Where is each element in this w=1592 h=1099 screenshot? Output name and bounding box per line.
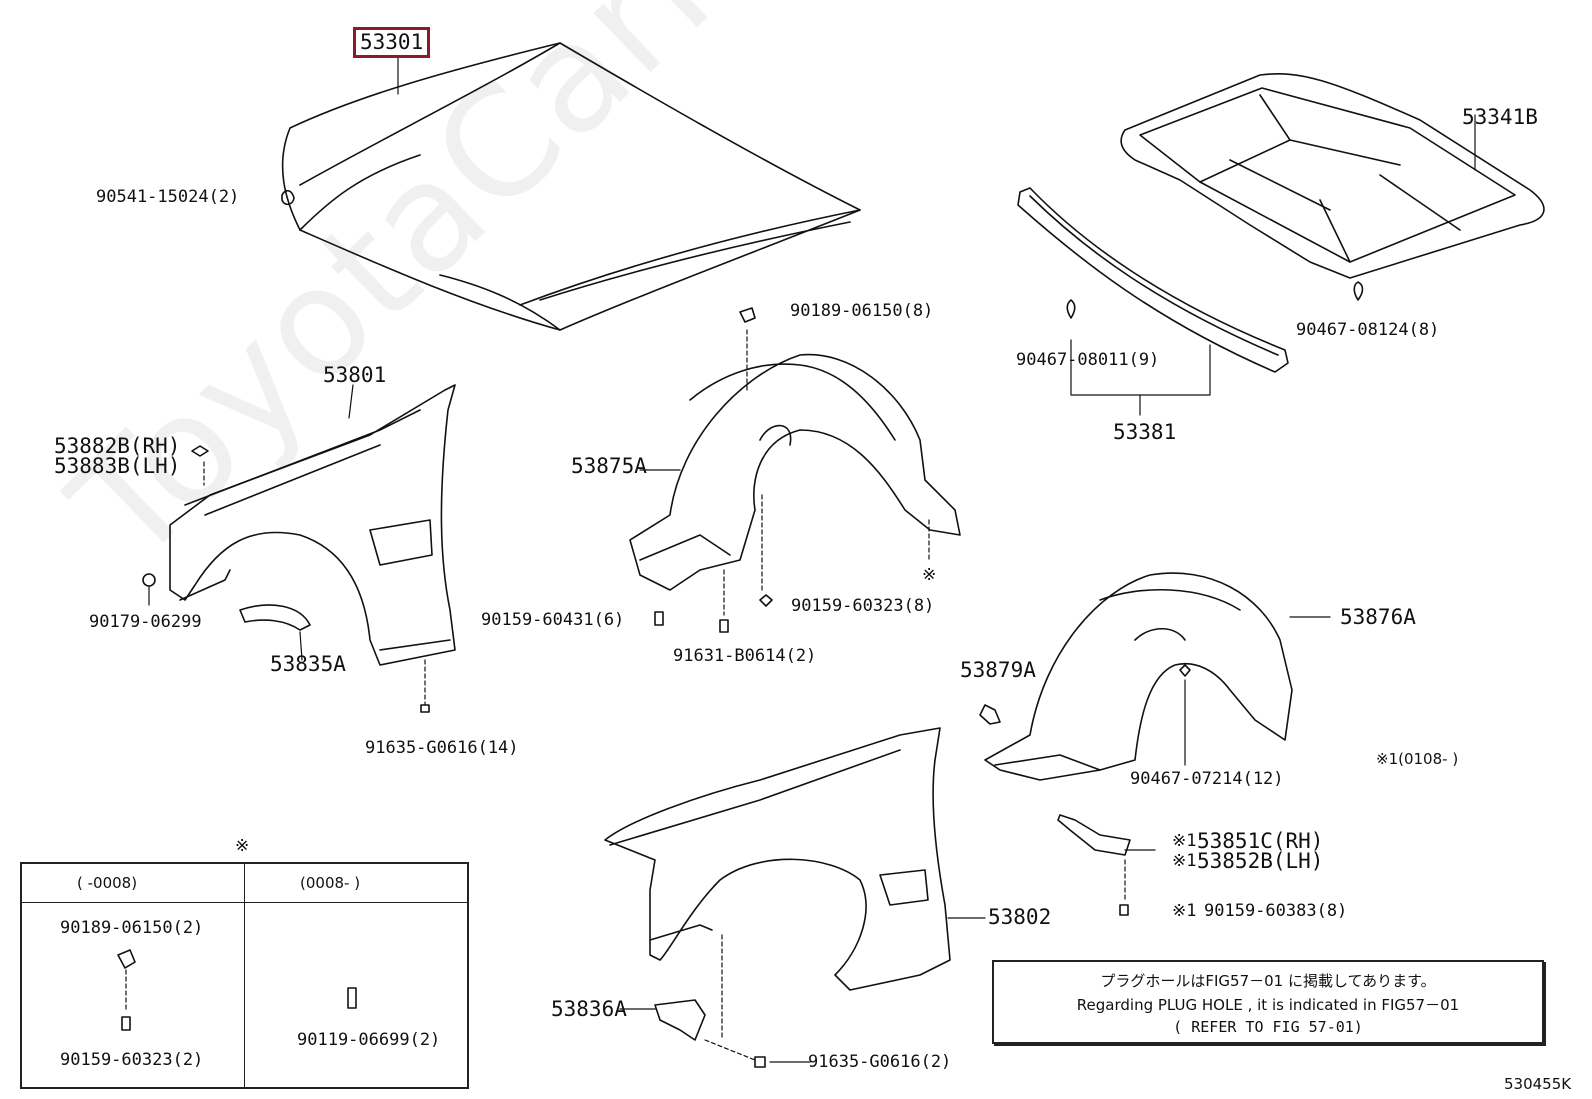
part-label-90159-60323[interactable]: 90159-60323(8)	[791, 596, 935, 616]
mark-1a: ※1	[1172, 831, 1197, 851]
part-label-53852b[interactable]: 53852B(LH)	[1197, 849, 1324, 873]
part-label-91635-2[interactable]: 91635-G0616(2)	[808, 1052, 952, 1072]
part-label-90467-08011[interactable]: 90467-08011(9)	[1016, 350, 1160, 370]
part-label-53341b[interactable]: 53341B	[1462, 105, 1538, 129]
part-label-53835a[interactable]: 53835A	[270, 652, 346, 676]
part-label-53301[interactable]: 53301	[353, 27, 431, 58]
part-label-91631[interactable]: 91631-B0614(2)	[673, 646, 817, 666]
note-line-ref[interactable]: ( REFER TO FIG 57-01)	[1173, 1018, 1363, 1036]
plug-hole-note: プラグホールはFIG57－01 に掲載してあります。 Regarding PLU…	[992, 960, 1544, 1044]
part-label-53883b[interactable]: 53883B(LH)	[54, 454, 181, 478]
fender-liner-53876a[interactable]	[984, 572, 1293, 781]
table-star-mark: ※	[235, 836, 250, 856]
part-label-53381[interactable]: 53381	[1113, 420, 1177, 444]
part-label-90159-60431[interactable]: 90159-60431(6)	[481, 610, 625, 630]
date-range-note: ※1(0108- )	[1376, 750, 1459, 768]
part-label-90159-60383[interactable]: 90159-60383(8)	[1204, 901, 1348, 921]
table-col1-header: ( -0008)	[77, 874, 138, 892]
hood-seal-53381[interactable]	[1017, 187, 1289, 373]
fender-part-53801[interactable]	[169, 384, 456, 666]
mark-1b: ※1	[1172, 851, 1197, 871]
fender-liner-53875a[interactable]	[629, 353, 961, 591]
part-label-90179[interactable]: 90179-06299	[89, 612, 202, 632]
part-label-90467-07214[interactable]: 90467-07214(12)	[1130, 769, 1284, 789]
table-part-90159[interactable]: 90159-60323(2)	[60, 1050, 204, 1070]
part-label-90467-08124[interactable]: 90467-08124(8)	[1296, 320, 1440, 340]
table-part-90189[interactable]: 90189-06150(2)	[60, 918, 204, 938]
part-label-53882b[interactable]: 53882B(RH)	[54, 434, 181, 458]
part-label-53851c[interactable]: 53851C(RH)	[1197, 829, 1324, 853]
part-label-53876a[interactable]: 53876A	[1340, 605, 1416, 629]
fender-part-53802[interactable]	[604, 727, 951, 991]
hood-insulator-53341b[interactable]	[1120, 73, 1545, 279]
variant-table: ( -0008) (0008- ) 90189-06150(2) 90159-6…	[20, 862, 469, 1089]
part-label-53879a[interactable]: 53879A	[960, 658, 1036, 682]
part-label-53801[interactable]: 53801	[323, 363, 387, 387]
mark-1c: ※1	[1172, 901, 1197, 921]
table-part-90119[interactable]: 90119-06699(2)	[297, 1030, 441, 1050]
table-col2-header: (0008- )	[300, 874, 361, 892]
part-label-90189-06150[interactable]: 90189-06150(8)	[790, 301, 934, 321]
part-label-91635-14[interactable]: 91635-G0616(14)	[365, 738, 519, 758]
star-mark: ※	[922, 565, 937, 585]
note-line-en: Regarding PLUG HOLE , it is indicated in…	[1076, 996, 1460, 1014]
note-line-jp: プラグホールはFIG57－01 に掲載してあります。	[1100, 972, 1436, 990]
part-label-90541[interactable]: 90541-15024(2)	[96, 187, 240, 207]
figure-code: 530455K	[1504, 1075, 1572, 1093]
part-label-53875a[interactable]: 53875A	[571, 454, 647, 478]
hood-part-53301[interactable]	[281, 42, 861, 331]
part-label-53802[interactable]: 53802	[988, 905, 1052, 929]
part-label-53836a[interactable]: 53836A	[551, 997, 627, 1021]
